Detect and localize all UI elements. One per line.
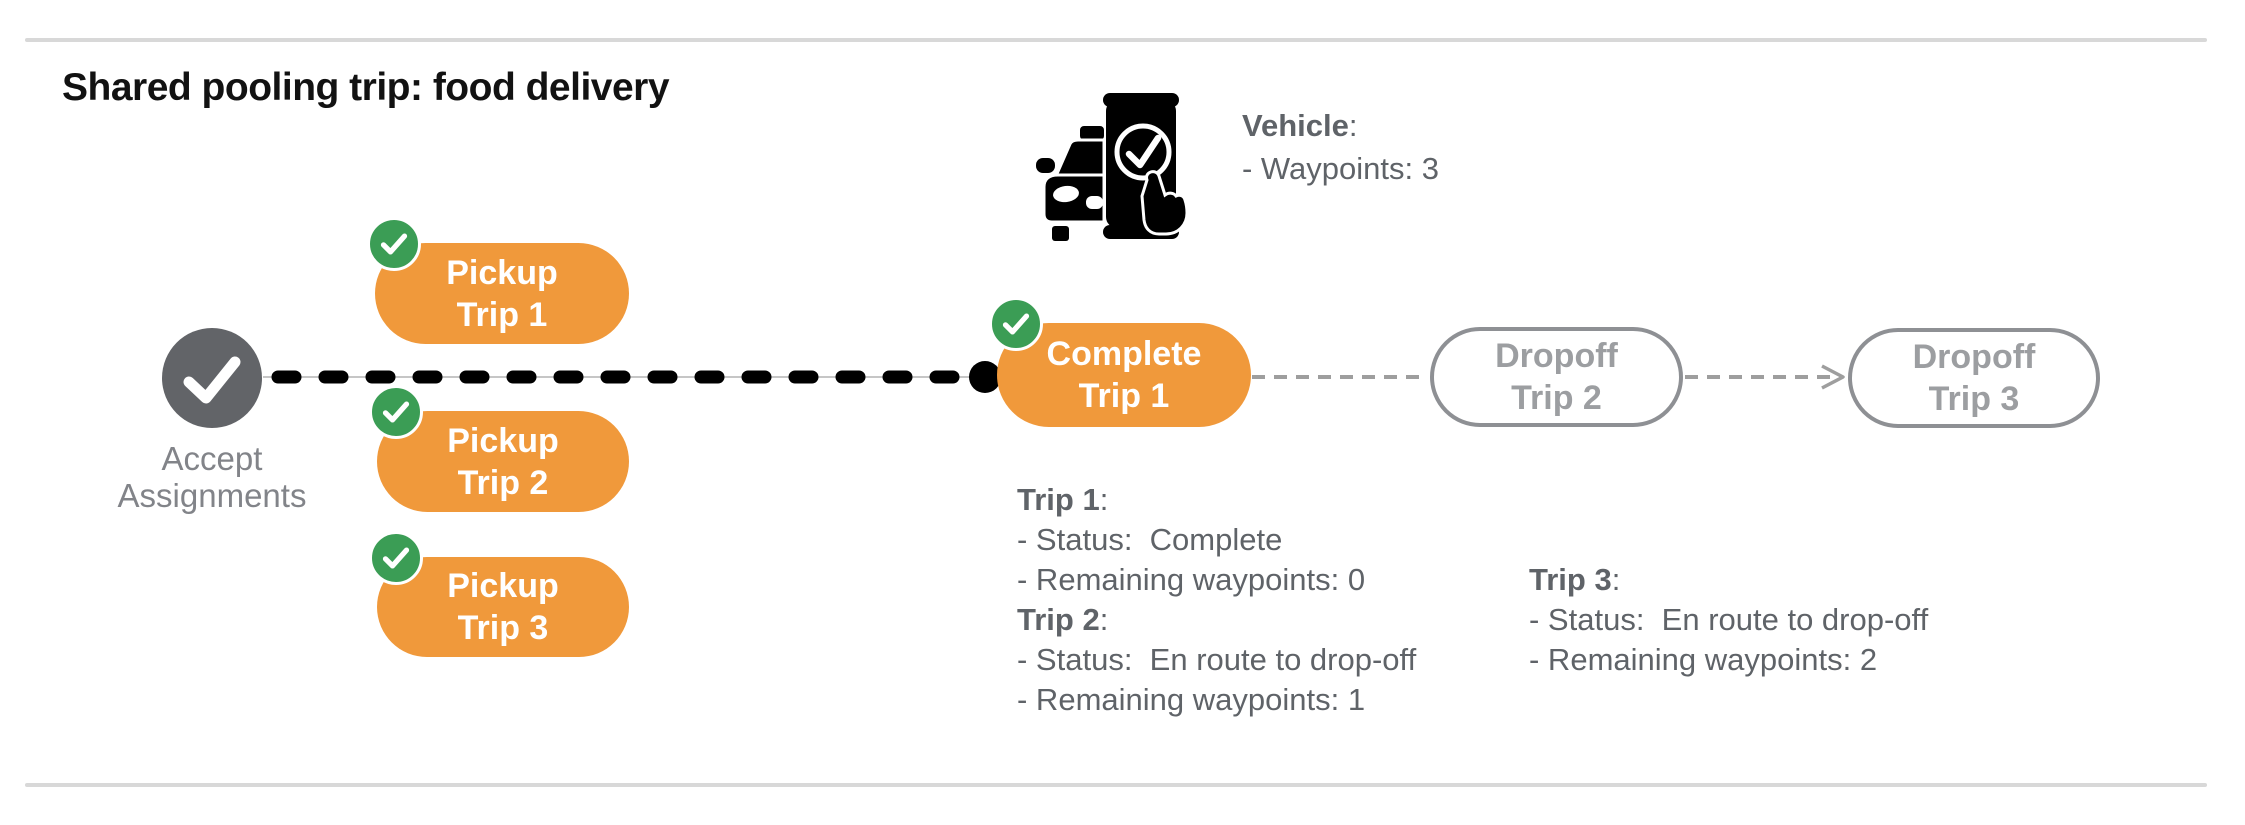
trip-1-heading: Trip 1:	[1017, 482, 1109, 517]
check-badge-icon	[367, 217, 421, 271]
trip-3-status-line: - Status: En route to drop-off	[1529, 602, 1929, 637]
node-dropoff-trip-3: Dropoff Trip 3	[1848, 328, 2100, 428]
arrowhead-icon	[1821, 364, 1845, 390]
trip-1-status-line: - Status: Complete	[1017, 522, 1283, 557]
trip-3-status-block: Trip 3: - Status: En route to drop-off -…	[1529, 560, 1928, 680]
trip-1-waypoints-line: - Remaining waypoints: 0	[1017, 562, 1366, 597]
node-complete-trip-1: Complete Trip 1	[989, 297, 1251, 427]
node-pickup-trip-1: Pickup Trip 1	[367, 217, 629, 344]
check-badge-icon	[989, 297, 1043, 351]
accept-assignments-label: Accept Assignments	[117, 440, 307, 514]
trip-2-status-line: - Status: En route to drop-off	[1017, 642, 1417, 677]
node-accept-assignments	[162, 328, 262, 428]
check-badge-icon	[369, 385, 423, 439]
trip-3-waypoints-line: - Remaining waypoints: 2	[1529, 642, 1878, 677]
check-icon	[183, 356, 241, 404]
vehicle-phone-check-icon	[1036, 93, 1188, 241]
check-badge-icon	[369, 531, 423, 585]
node-pickup-trip-3: Pickup Trip 3	[369, 531, 629, 657]
node-dropoff-trip-2: Dropoff Trip 2	[1430, 327, 1683, 427]
top-divider	[25, 38, 2207, 42]
trip-2-waypoints-line: - Remaining waypoints: 1	[1017, 682, 1366, 717]
trip-2-heading: Trip 2:	[1017, 602, 1109, 637]
vehicle-status-panel: Vehicle: - Waypoints: 3	[1242, 104, 1439, 190]
vehicle-heading: Vehicle:	[1242, 108, 1358, 143]
trip-3-heading: Trip 3:	[1529, 562, 1621, 597]
trip-1-2-status-block: Trip 1: - Status: Complete - Remaining w…	[1017, 480, 1416, 720]
node-pickup-trip-2: Pickup Trip 2	[369, 385, 629, 512]
vehicle-waypoints-line: - Waypoints: 3	[1242, 151, 1439, 186]
page-title: Shared pooling trip: food delivery	[62, 66, 670, 109]
bottom-divider	[25, 783, 2207, 787]
